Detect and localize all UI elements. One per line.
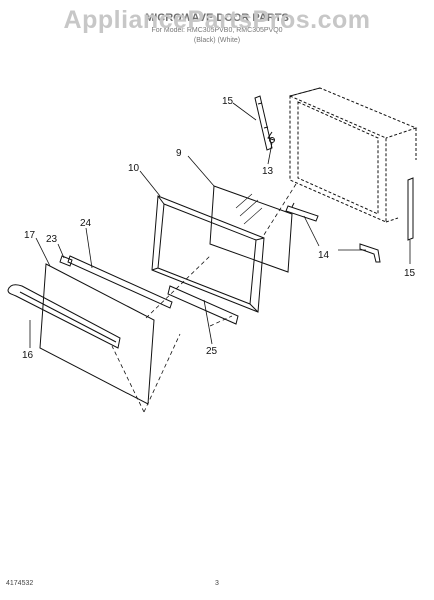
part-14-bracket-lower <box>359 243 381 263</box>
part-23-clip <box>59 255 73 267</box>
cabinet-frame <box>289 87 418 223</box>
diagram-subtitle: For Model: RMC305PVB0, RMC305PVQ0 <box>151 27 283 34</box>
alignment-lines <box>111 183 297 413</box>
part-15-hinge-right <box>407 177 414 241</box>
part-14-bracket-upper <box>285 202 319 222</box>
diagram-title: MICROWAVE DOOR PARTS <box>145 12 289 24</box>
callout-24: 24 <box>80 218 92 229</box>
part-13-screw <box>269 137 275 143</box>
diagram-subtitle-variants: (Black) (White) <box>193 37 241 44</box>
part-15-hinge-left <box>254 95 275 151</box>
callout-13: 13 <box>262 166 274 177</box>
callout-9: 9 <box>176 148 182 159</box>
part-9-glass-panel <box>209 185 293 273</box>
callout-14: 14 <box>318 250 330 261</box>
part-24-choke-strip <box>67 255 173 309</box>
part-25-bottom-trim <box>167 285 239 325</box>
part-16-handle <box>7 284 121 349</box>
document-number: 4174532 <box>6 580 34 587</box>
part-17-outer-panel <box>39 263 155 405</box>
part-10-door-frame <box>151 195 265 313</box>
callout-15-right: 15 <box>404 268 416 279</box>
page-number: 3 <box>215 580 219 587</box>
callout-15-top: 15 <box>222 96 234 107</box>
callout-23: 23 <box>46 234 58 245</box>
callout-25: 25 <box>206 346 218 357</box>
callout-16: 16 <box>22 350 34 361</box>
leader-lines <box>29 102 411 348</box>
callout-17: 17 <box>24 230 36 241</box>
callout-10: 10 <box>128 163 140 174</box>
